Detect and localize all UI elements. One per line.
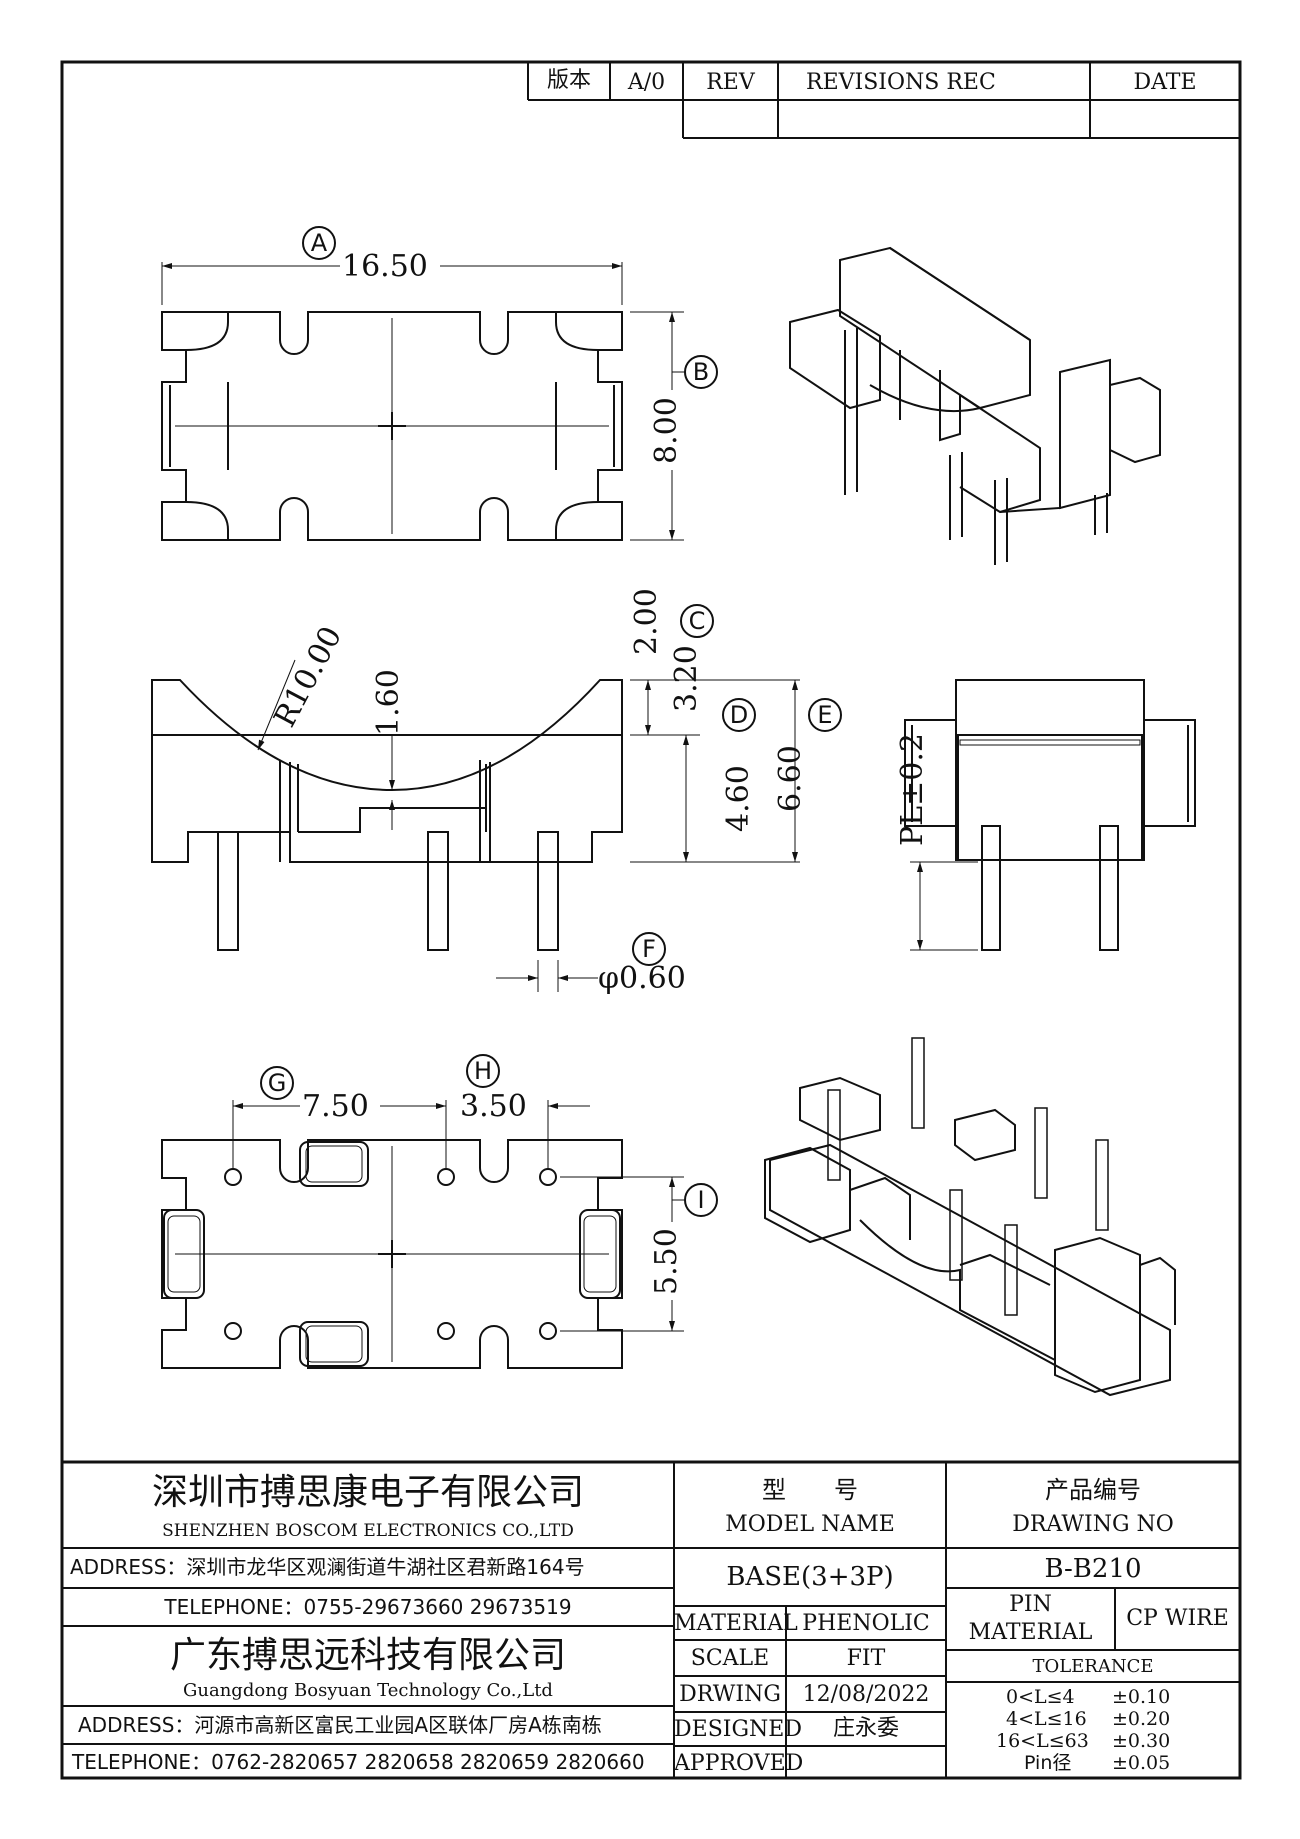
telephone1: TELEPHONE：0755-29673660 29673519 (164, 1595, 572, 1619)
tolerance-value: ±0.05 (1112, 1752, 1171, 1774)
top-view (161, 262, 686, 541)
marker-e: E (808, 698, 842, 732)
revisions-label: REVISIONS REC (806, 70, 996, 95)
dim-depth-value: 1.60 (371, 669, 406, 736)
pin-material-value: CP WIRE (1126, 1606, 1229, 1631)
tolerance-range: Pin径 (1024, 1752, 1072, 1774)
marker-h: H (466, 1054, 500, 1088)
tolerance-range: 16<L≤63 (996, 1730, 1089, 1752)
designed-value: 庄永委 (832, 1716, 899, 1741)
drawing-label-cn: 产品编号 (1045, 1476, 1141, 1504)
scale-label: SCALE (690, 1646, 770, 1671)
version-value: A/0 (627, 70, 666, 95)
marker-d: D (722, 698, 756, 732)
dim-a-value: 16.50 (342, 249, 428, 284)
address2: ADDRESS：河源市高新区富民工业园A区联体厂房A栋南栋 (78, 1713, 602, 1737)
drawing-value: B-B210 (1044, 1554, 1142, 1584)
marker-b: B (684, 355, 718, 389)
dim-c-value: 2.00 (629, 588, 664, 655)
pin-material-label-1: PIN (1009, 1592, 1052, 1617)
tolerance-range: 4<L≤16 (1006, 1708, 1087, 1730)
dim-b-value: 8.00 (649, 397, 684, 464)
company2-en: Guangdong Bosyuan Technology Co.,Ltd (183, 1680, 553, 1701)
title-block-grid (62, 1460, 1240, 1778)
dim-e-value: 6.60 (773, 745, 808, 812)
tolerance-value: ±0.30 (1112, 1730, 1171, 1752)
dim-i-value: 5.50 (649, 1228, 684, 1295)
rev-label: REV (706, 70, 755, 95)
approved-label: APPROVED (674, 1751, 804, 1776)
dim-g-value: 7.50 (302, 1089, 369, 1124)
company2-cn: 广东搏思远科技有限公司 (169, 1635, 566, 1676)
telephone2: TELEPHONE：0762-2820657 2820658 2820659 2… (72, 1750, 645, 1774)
iso-view-top (789, 246, 1161, 565)
marker-a: A (302, 226, 336, 260)
marker-c: C (680, 604, 714, 638)
dim-h-value: 3.50 (460, 1089, 527, 1124)
pin-material-label-2: MATERIAL (968, 1620, 1093, 1645)
tolerance-value: ±0.10 (1112, 1686, 1171, 1708)
designed-label: DESIGNED (674, 1717, 802, 1742)
dim-d-value: 4.60 (721, 765, 756, 832)
dim-pl-value: PL±0.2 (895, 733, 930, 846)
drawing-date-label: DRWING (679, 1682, 781, 1707)
tolerance-label: TOLERANCE (1032, 1656, 1154, 1677)
drawing-date-value: 12/08/2022 (802, 1682, 930, 1707)
front-view (151, 659, 800, 992)
iso-view-bottom (764, 1037, 1176, 1397)
tolerance-value: ±0.20 (1112, 1708, 1171, 1730)
model-value: BASE(3+3P) (726, 1562, 894, 1592)
date-label: DATE (1133, 70, 1197, 95)
dim-c-value2: 3.20 (669, 645, 704, 712)
revision-table-grid (527, 62, 1240, 139)
marker-f: F (632, 932, 666, 966)
version-label: 版本 (546, 68, 591, 93)
material-value: PHENOLIC (802, 1611, 930, 1636)
scale-value: FIT (846, 1646, 886, 1671)
address1: ADDRESS：深圳市龙华区观澜街道牛湖社区君新路164号 (70, 1555, 585, 1579)
marker-i: I (684, 1183, 718, 1217)
bottom-view (161, 1100, 686, 1369)
drawing-border (60, 60, 1242, 1780)
company1-cn: 深圳市搏思康电子有限公司 (151, 1472, 584, 1513)
drawing-label-en: DRAWING NO (1012, 1512, 1174, 1537)
side-view (904, 679, 1196, 951)
model-label-cn: 型 号 (762, 1476, 858, 1504)
company1-en: SHENZHEN BOSCOM ELECTRONICS CO.,LTD (162, 1521, 574, 1541)
dim-f-value: φ0.60 (598, 961, 686, 996)
material-label: MATERIAL (674, 1611, 798, 1636)
marker-g: G (260, 1066, 294, 1100)
tolerance-range: 0<L≤4 (1006, 1686, 1075, 1708)
model-label-en: MODEL NAME (725, 1512, 895, 1537)
